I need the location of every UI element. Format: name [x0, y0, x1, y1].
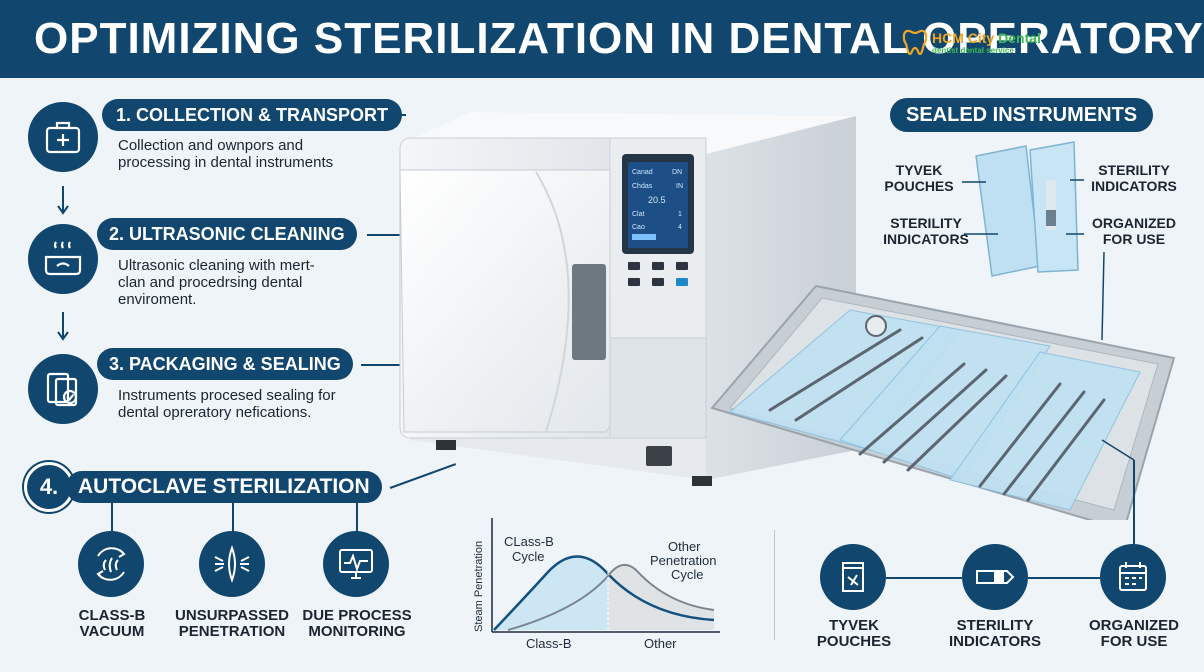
step4-label: AUTOCLAVE STERILIZATION	[66, 471, 382, 503]
tooth-logo-icon	[902, 29, 928, 56]
display-row-2: Chdas	[632, 183, 653, 190]
step2-connector	[367, 234, 401, 236]
step3-icon-circle	[28, 354, 98, 424]
step1-connector	[394, 114, 406, 116]
display-row-3: 20.5	[648, 195, 666, 205]
graph-x-label-other: Other	[644, 636, 677, 651]
other-curve-line	[507, 564, 715, 631]
sealed-instruments-title: SEALED INSTRUMENTS	[890, 98, 1154, 132]
display-row-1: Canad	[632, 169, 653, 176]
page-title: OPTIMIZING STERILIZATION IN DENTAL OPERA…	[34, 14, 1204, 63]
calendar-tray-icon	[1119, 562, 1147, 591]
logo-tagline: dentist dental service	[932, 45, 1014, 55]
feature2-connector	[232, 502, 234, 532]
classb-curve-line	[493, 555, 715, 631]
feature1-icon-circle	[78, 531, 144, 597]
sealed-connector-left	[886, 577, 962, 579]
section-divider	[774, 530, 775, 640]
organized-icon-circle	[1100, 544, 1166, 610]
display-row-5: Cao	[632, 224, 645, 231]
step2-label: 2. ULTRASONIC CLEANING	[97, 218, 357, 250]
other-label-3: Cycle	[671, 567, 704, 582]
indicator-icon-circle	[962, 544, 1028, 610]
sealed-connector-right	[1028, 577, 1104, 579]
pouch-icon-circle	[820, 544, 886, 610]
feature2-icon-circle	[199, 531, 265, 597]
display-val-5: 4	[678, 224, 682, 231]
step2-description: Ultrasonic cleaning with mert-clan and p…	[118, 257, 315, 308]
pouch-group	[975, 141, 1079, 277]
graph-x-label-classb: Class-B	[526, 636, 572, 651]
header-bar: OPTIMIZING STERILIZATION IN DENTAL OPERA…	[0, 0, 1204, 78]
other-label-2: Penetration	[650, 553, 717, 568]
feature3-connector	[356, 502, 358, 532]
step1-icon-circle	[28, 102, 98, 172]
steam-penetration-graph: Steam Penetration CLass-B Cycle Other Pe…	[473, 518, 720, 651]
display-val-4: 1	[678, 211, 682, 218]
indicator-strip-icon	[976, 570, 1015, 584]
other-label-1: Other	[668, 539, 701, 554]
vacuum-cycle-icon	[96, 547, 126, 581]
sealed-connector-vertical	[1133, 460, 1135, 544]
display-row-4: Clat	[632, 211, 645, 218]
down-arrow-icon	[57, 312, 69, 341]
step3-connector	[361, 364, 401, 366]
classb-curve-fill	[494, 556, 608, 630]
classb-label-2: Cycle	[512, 549, 545, 564]
pouch-icon	[842, 562, 864, 592]
penetration-icon	[214, 545, 250, 583]
display-val-1: DN	[672, 169, 682, 176]
sealed-package-icon	[46, 372, 78, 407]
step2-icon-circle	[28, 224, 98, 294]
down-arrow-icon	[57, 186, 69, 215]
instrument-tray-illustration	[710, 141, 1176, 520]
monitor-icon	[339, 549, 373, 579]
first-aid-kit-icon	[45, 121, 81, 154]
feature1-connector	[111, 502, 113, 532]
display-val-2: IN	[676, 183, 683, 190]
brand-logo: HCM City Dental dentist dental service	[902, 28, 1041, 56]
other-curve-fill	[608, 564, 714, 630]
graph-y-label: Steam Penetration	[473, 541, 485, 632]
logo-text: HCM City Dental	[932, 29, 1041, 46]
feature3-icon-circle	[323, 531, 389, 597]
classb-label-1: CLass-B	[504, 534, 554, 549]
ultrasonic-bath-icon	[44, 241, 82, 276]
step3-label: 3. PACKAGING & SEALING	[97, 348, 353, 380]
step1-label: 1. COLLECTION & TRANSPORT	[102, 99, 403, 131]
